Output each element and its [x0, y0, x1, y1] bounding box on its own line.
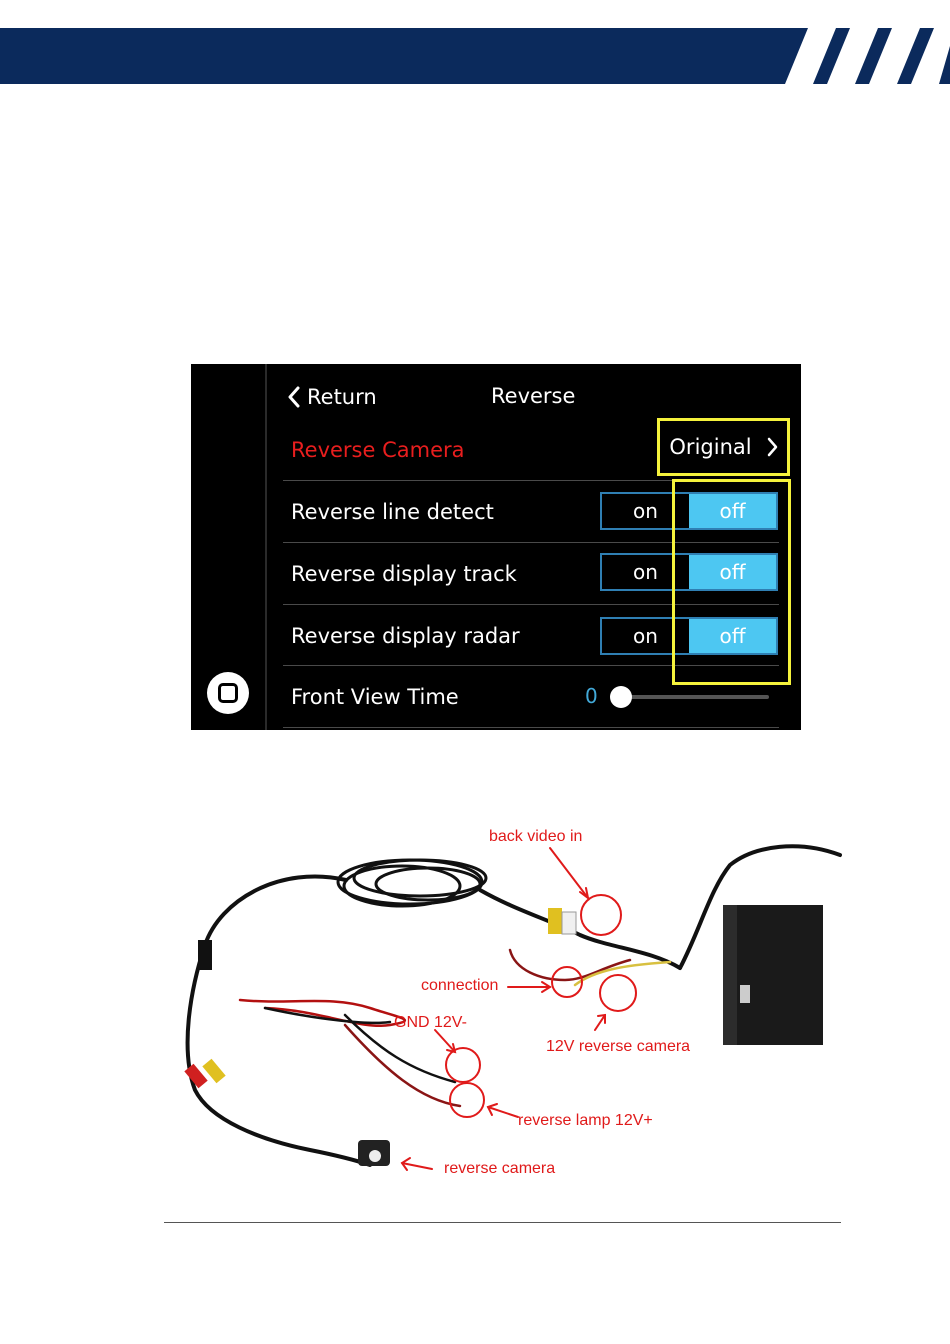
reverse-line-detect-label: Reverse line detect [291, 500, 494, 524]
reverse-camera-select[interactable]: Original [657, 418, 790, 476]
annotation-gnd: GND 12V- [394, 1014, 467, 1032]
return-label: Return [307, 385, 377, 409]
return-button[interactable]: Return [287, 382, 377, 412]
reverse-display-track-label: Reverse display track [291, 562, 517, 586]
reverse-camera-label: Reverse Camera [291, 438, 465, 462]
chevron-right-icon [766, 437, 778, 457]
annotation-12v-reverse-camera: 12V reverse camera [546, 1038, 690, 1056]
front-view-time-slider-handle[interactable] [610, 686, 632, 708]
wiring-diagram-photo [170, 820, 850, 1200]
annotation-reverse-lamp: reverse lamp 12V+ [518, 1112, 653, 1130]
home-button[interactable] [207, 672, 249, 714]
reverse-display-radar-label: Reverse display radar [291, 624, 520, 648]
reverse-camera-device [358, 1140, 390, 1166]
annotation-connection: connection [421, 977, 498, 995]
annotation-reverse-camera: reverse camera [444, 1160, 555, 1178]
header-stripes-decoration [0, 28, 950, 84]
annotation-circles [446, 895, 636, 1117]
screen-title: Reverse [491, 384, 575, 408]
chevron-left-icon [287, 386, 301, 408]
front-view-time-label: Front View Time [291, 685, 459, 709]
front-view-time-value: 0 [585, 684, 598, 708]
home-square-icon [218, 683, 238, 703]
interface-box [723, 905, 823, 1045]
annotation-back-video-in: back video in [489, 828, 582, 846]
reverse-camera-value: Original [669, 435, 751, 459]
sidebar-divider [265, 364, 267, 730]
row-divider [283, 727, 779, 728]
reverse-settings-screen: Return Reverse Reverse Camera Original R… [191, 364, 801, 730]
footer-divider [164, 1222, 841, 1223]
front-view-time-slider[interactable] [621, 695, 769, 699]
cable-coil [338, 860, 486, 906]
off-options-highlight [672, 479, 791, 685]
